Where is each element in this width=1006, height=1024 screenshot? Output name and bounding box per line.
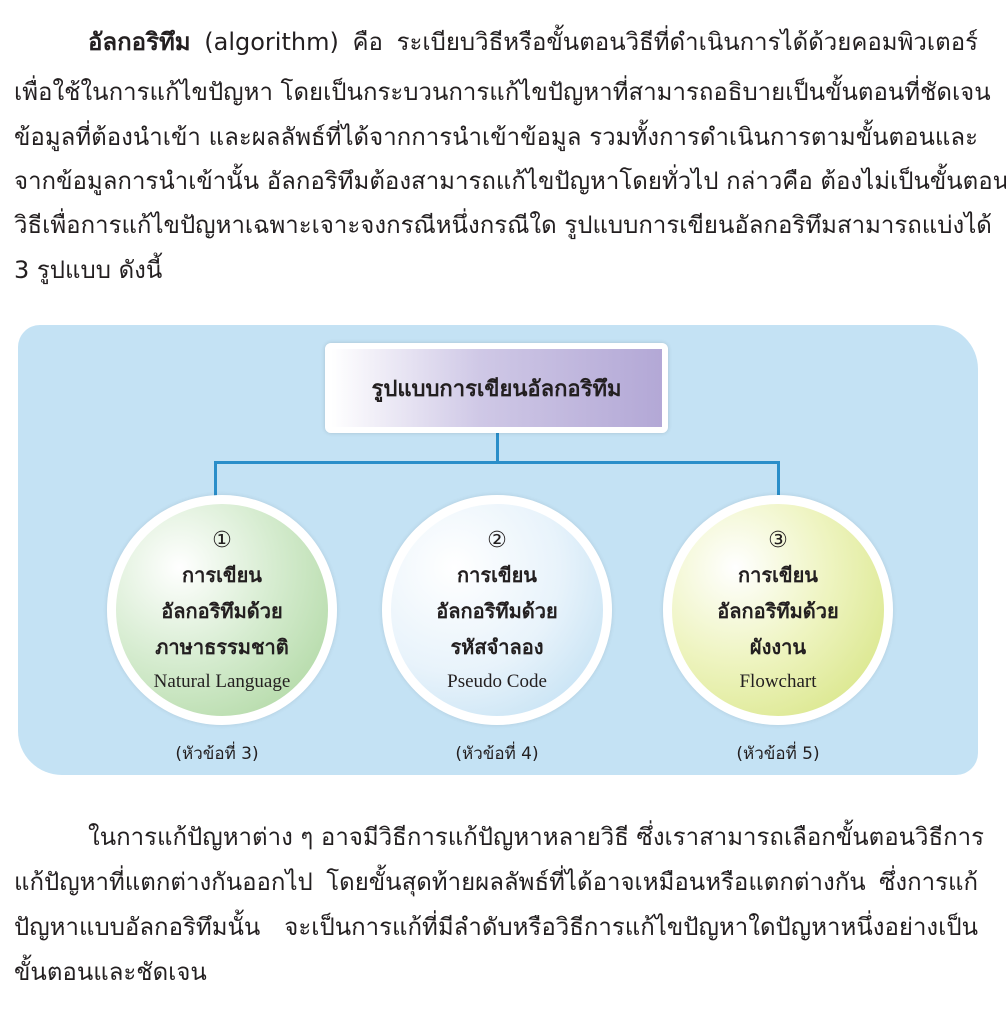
outro-line: ปัญหาแบบอัลกอริทึมนั้น จะเป็นการแก้ที่มี… (14, 913, 978, 941)
number-label: ① (212, 527, 232, 553)
outro-line: แก้ปัญหาที่แตกต่างกันออกไป โดยขั้นสุดท้า… (14, 868, 978, 896)
diagram-title: รูปแบบการเขียนอัลกอริทึม (325, 343, 668, 433)
connector-line (214, 461, 217, 506)
intro-line: 3 รูปแบบ ดังนี้ (14, 256, 163, 284)
intro-line: จากข้อมูลการนำเข้านั้น อัลกอริทึมต้องสาม… (14, 167, 1006, 195)
method-title-line: อัลกอริทึมด้วย (436, 598, 558, 623)
method-title-line: อัลกอริทึมด้วย (717, 598, 839, 623)
method-english: Flowchart (739, 670, 817, 692)
section-ref: (หัวข้อที่ 5) (736, 744, 820, 764)
method-title-line: การเขียน (182, 562, 262, 587)
number-label: ② (487, 527, 507, 553)
method-pseudo-code: ② การเขียน อัลกอริทึมด้วย รหัสจำลอง Pseu… (382, 495, 612, 725)
section-ref: (หัวข้อที่ 4) (455, 744, 539, 764)
connector-line (496, 433, 499, 463)
intro-line: วิธีเพื่อการแก้ไขปัญหาเฉพาะเจาะจงกรณีหนึ… (14, 211, 992, 239)
term-bold: อัลกอริทึม (88, 28, 191, 56)
intro-line: เพื่อใช้ในการแก้ไขปัญหา โดยเป็นกระบวนการ… (14, 78, 991, 106)
connector-line (777, 461, 780, 506)
outro-line: ขั้นตอนและชัดเจน (14, 958, 207, 986)
method-flowchart: ③ การเขียน อัลกอริทึมด้วย ผังงาน Flowcha… (663, 495, 893, 725)
connector-line (214, 461, 780, 464)
intro-line: ข้อมูลที่ต้องนำเข้า และผลลัพธ์ที่ได้จากก… (14, 123, 978, 151)
section-ref: (หัวข้อที่ 3) (175, 744, 259, 764)
method-title-line: การเขียน (738, 562, 818, 587)
method-title-line: การเขียน (457, 562, 537, 587)
method-title-line: ผังงาน (749, 634, 807, 659)
method-title-line: รหัสจำลอง (450, 634, 544, 659)
method-title-line: อัลกอริทึมด้วย (161, 598, 283, 623)
method-english: Natural Language (153, 670, 291, 692)
outro-line: ในการแก้ปัญหาต่าง ๆ อาจมีวิธีการแก้ปัญหา… (88, 823, 985, 851)
method-english: Pseudo Code (447, 670, 547, 692)
number-label: ③ (768, 527, 788, 553)
method-natural-language: ① การเขียน อัลกอริทึมด้วย ภาษาธรรมชาติ N… (107, 495, 337, 725)
intro-line: อัลกอริทึม (algorithm) คือ ระเบียบวิธีหร… (88, 28, 978, 56)
method-title-line: ภาษาธรรมชาติ (155, 634, 289, 659)
